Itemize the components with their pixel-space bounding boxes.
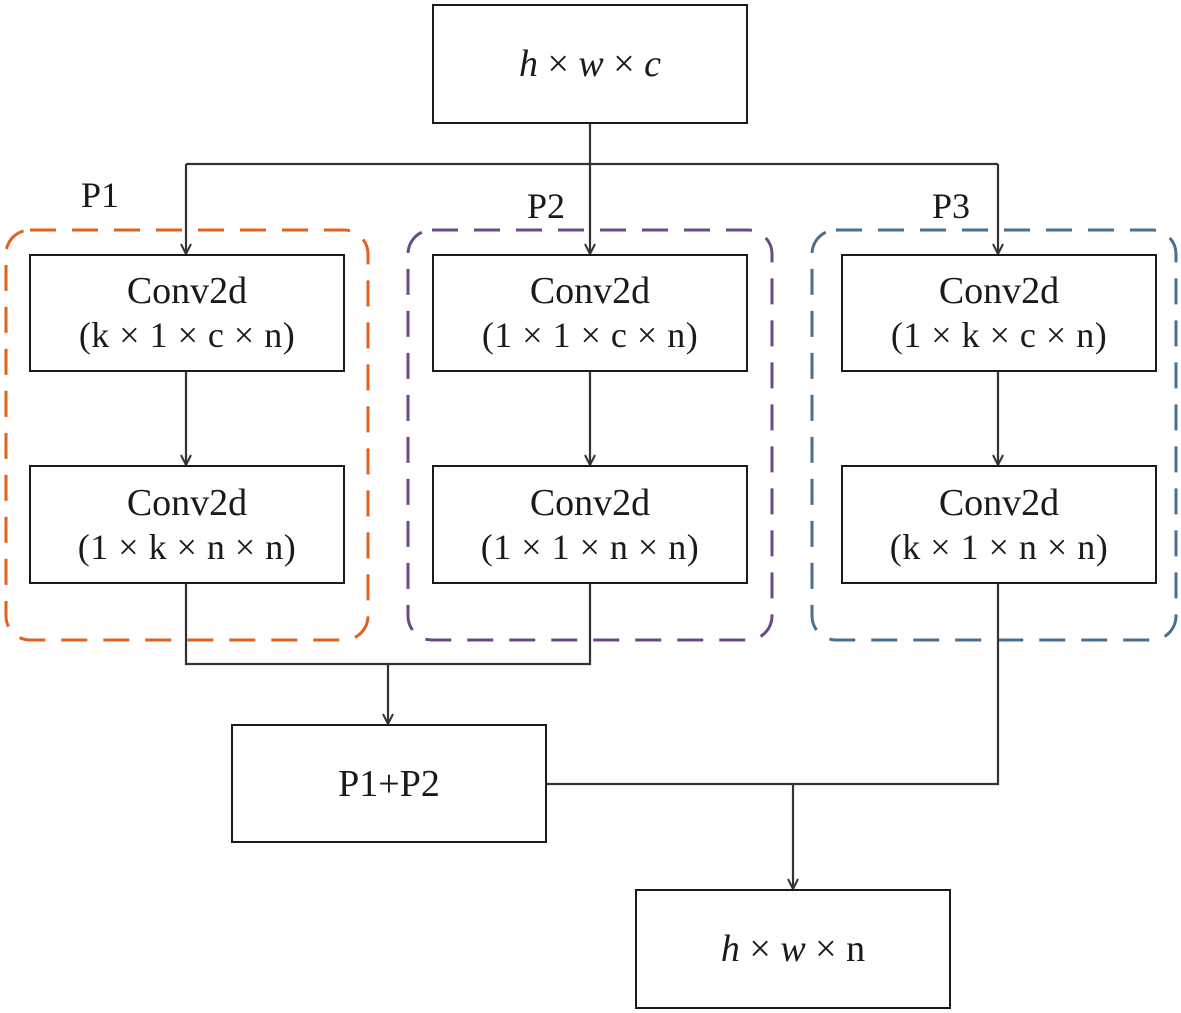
p1-conv2-shape: (1 × k × n × n) (77, 526, 297, 567)
label-p3: P3 (932, 186, 971, 226)
p3-conv2-title: Conv2d (938, 481, 1060, 524)
output-w: w (780, 928, 806, 970)
p1-conv2-box: Conv2d (1 × k × n × n) (29, 465, 345, 584)
merge-p1-p2 (184, 584, 592, 666)
p1-conv1-shape: (k × 1 × c × n) (78, 315, 296, 355)
output-sep-2: × (805, 928, 847, 970)
input-sep-1: × (537, 43, 579, 85)
p2-conv2-box: Conv2d (1 × 1 × n × n) (432, 465, 748, 584)
p2-conv2-title: Conv2d (529, 481, 651, 524)
p3-conv1-shape: (1 × k × c × n) (890, 315, 1108, 355)
p3-conv2-box: Conv2d (k × 1 × n × n) (841, 465, 1157, 584)
p3-conv1-title: Conv2d (938, 270, 1060, 312)
input-w: w (578, 43, 604, 85)
p2-conv1-box: Conv2d (1 × 1 × c × n) (432, 254, 748, 372)
output-box: h × w × n (635, 889, 951, 1009)
merge-p3 (545, 584, 1000, 786)
p3-conv2-shape: (k × 1 × n × n) (889, 526, 1109, 567)
input-box: h × w × c (432, 4, 748, 124)
sum-box: P1+P2 (231, 724, 547, 843)
sum-label: P1+P2 (338, 762, 440, 805)
input-h: h (518, 43, 538, 85)
input-sep-2: × (603, 43, 645, 85)
input-shape: h × w × c (519, 42, 661, 86)
input-c: c (644, 43, 662, 85)
p1-conv1-box: Conv2d (k × 1 × c × n) (29, 254, 345, 372)
p1-conv1-title: Conv2d (126, 270, 248, 312)
output-h: h (720, 928, 740, 970)
p1-conv2-title: Conv2d (126, 481, 248, 524)
label-p1: P1 (81, 175, 120, 215)
output-n: n (846, 928, 866, 970)
output-sep-1: × (739, 928, 781, 970)
p3-conv1-box: Conv2d (1 × k × c × n) (841, 254, 1157, 372)
p2-conv1-title: Conv2d (529, 270, 651, 312)
output-shape: h × w × n (721, 927, 865, 971)
p2-conv2-shape: (1 × 1 × n × n) (480, 526, 700, 567)
p2-conv1-shape: (1 × 1 × c × n) (481, 315, 699, 355)
label-p2: P2 (527, 186, 566, 226)
